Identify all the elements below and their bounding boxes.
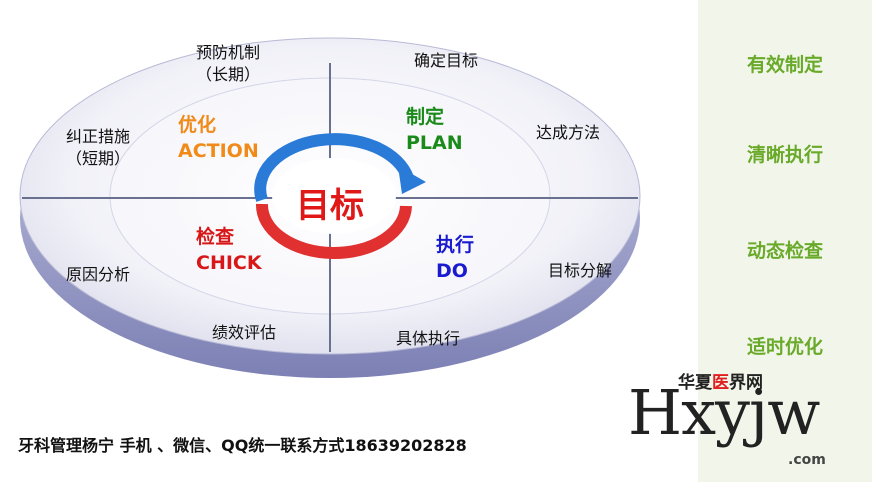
watermark-cn-1: 华夏 — [678, 373, 712, 393]
label-set-goal: 确定目标 — [413, 51, 478, 70]
cycle-arrowhead — [398, 166, 426, 194]
phase-check-en: CHICK — [196, 252, 262, 274]
side-label-1: 有效制定 — [746, 54, 823, 76]
label-execution: 具体执行 — [395, 329, 460, 348]
label-correction-line2: （短期） — [65, 149, 130, 168]
label-prevention-line1: 预防机制 — [195, 43, 260, 62]
watermark-cn-2: 界网 — [729, 373, 763, 393]
pdca-disk — [19, 37, 641, 378]
label-evaluation: 绩效评估 — [211, 323, 276, 342]
phase-do-cn: 执行 — [436, 234, 475, 256]
phase-check: 检查 CHICK — [196, 224, 262, 276]
side-label-2: 清晰执行 — [746, 144, 823, 166]
cycle-arrow-blue — [254, 133, 414, 202]
label-method: 达成方法 — [535, 123, 600, 142]
phase-do-en: DO — [436, 260, 468, 282]
label-root-cause: 原因分析 — [65, 265, 130, 284]
label-prevention: 预防机制 （长期） — [178, 42, 278, 86]
phase-do: 执行 DO — [436, 232, 474, 284]
watermark-cn: 华夏医界网 — [678, 368, 763, 393]
phase-action-cn: 优化 — [178, 114, 217, 136]
side-label-4: 适时优化 — [746, 336, 823, 358]
watermark: 华夏医界网 Hxyjw .com — [628, 366, 868, 478]
phase-action-en: ACTION — [178, 140, 259, 162]
label-correction-line1: 纠正措施 — [65, 127, 130, 146]
label-correction: 纠正措施 （短期） — [48, 126, 148, 170]
footer-contact: 牙科管理杨宁 手机 、微信、QQ统一联系方式18639202828 — [18, 436, 467, 455]
side-label-3: 动态检查 — [746, 240, 823, 262]
label-prevention-line2: （长期） — [195, 65, 260, 84]
watermark-brand: Hxyjw — [628, 376, 820, 449]
phase-check-cn: 检查 — [196, 226, 235, 248]
cycle-core — [272, 158, 396, 234]
center-goal-label: 目标 — [296, 186, 364, 226]
phase-plan-cn: 制定 — [406, 106, 445, 128]
phase-action: 优化 ACTION — [178, 112, 259, 164]
phase-plan: 制定 PLAN — [406, 104, 463, 156]
cycle-arrow-red — [255, 203, 412, 259]
watermark-domain: .com — [788, 452, 826, 468]
label-breakdown: 目标分解 — [547, 261, 612, 280]
phase-plan-en: PLAN — [406, 132, 463, 154]
watermark-cn-mark: 医 — [712, 373, 729, 393]
right-panel: 有效制定 清晰执行 动态检查 适时优化 — [698, 0, 872, 482]
